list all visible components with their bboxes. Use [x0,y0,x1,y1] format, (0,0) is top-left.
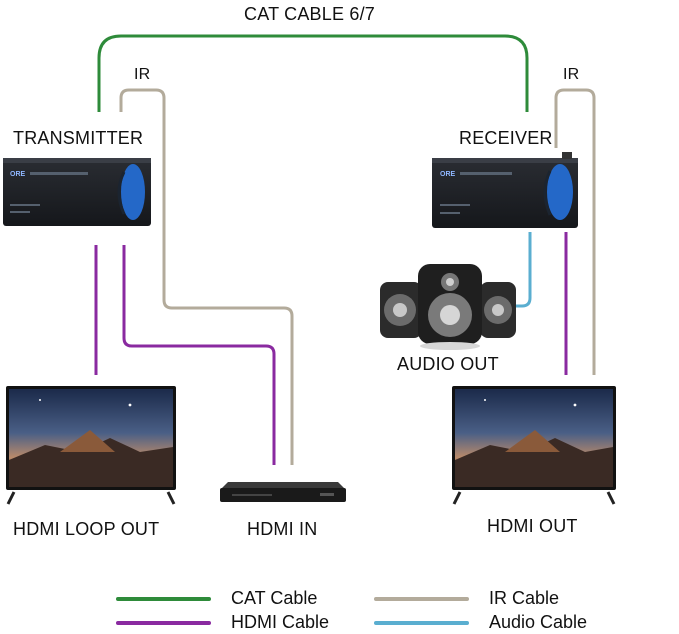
transmitter-device: ORE [3,158,151,226]
audio-out-label: AUDIO OUT [397,354,499,374]
cat-cable-line [97,34,529,112]
legend-swatch-cat [116,596,211,601]
legend-swatch-audio [374,620,469,625]
transmitter-label: TRANSMITTER [13,128,144,148]
ir-cable-right [554,88,596,375]
legend-item-audio: Audio Cable [374,612,587,633]
ir-cable-left [119,88,294,465]
audio-cable-line [512,232,532,308]
svg-text:ORE: ORE [10,171,26,178]
speaker-set [380,264,516,350]
legend-item-ir: IR Cable [374,588,559,609]
receiver-device: ORE [432,152,578,228]
ir-label-right: IR [563,66,580,83]
hdmi-loop-out-label: HDMI LOOP OUT [13,519,160,539]
legend-item-hdmi: HDMI Cable [116,612,329,633]
hdmi-in-label: HDMI IN [247,519,318,539]
cat-cable-title: CAT CABLE 6/7 [244,4,375,24]
tv-left [6,386,176,505]
receiver-label: RECEIVER [459,128,553,148]
hdmi-cable-in [122,245,276,465]
svg-text:ORE: ORE [440,171,456,178]
tv-right [452,386,616,505]
legend-swatch-hdmi [116,620,211,625]
media-player [220,482,346,502]
legend-item-cat: CAT Cable [116,588,317,609]
ir-label-left: IR [134,66,151,83]
legend-label-hdmi: HDMI Cable [231,612,330,632]
legend-swatch-ir [374,596,469,601]
legend-label-cat: CAT Cable [231,588,318,608]
legend-label-ir: IR Cable [489,588,560,608]
legend-label-audio: Audio Cable [489,612,588,632]
hdmi-out-label: HDMI OUT [487,516,578,536]
